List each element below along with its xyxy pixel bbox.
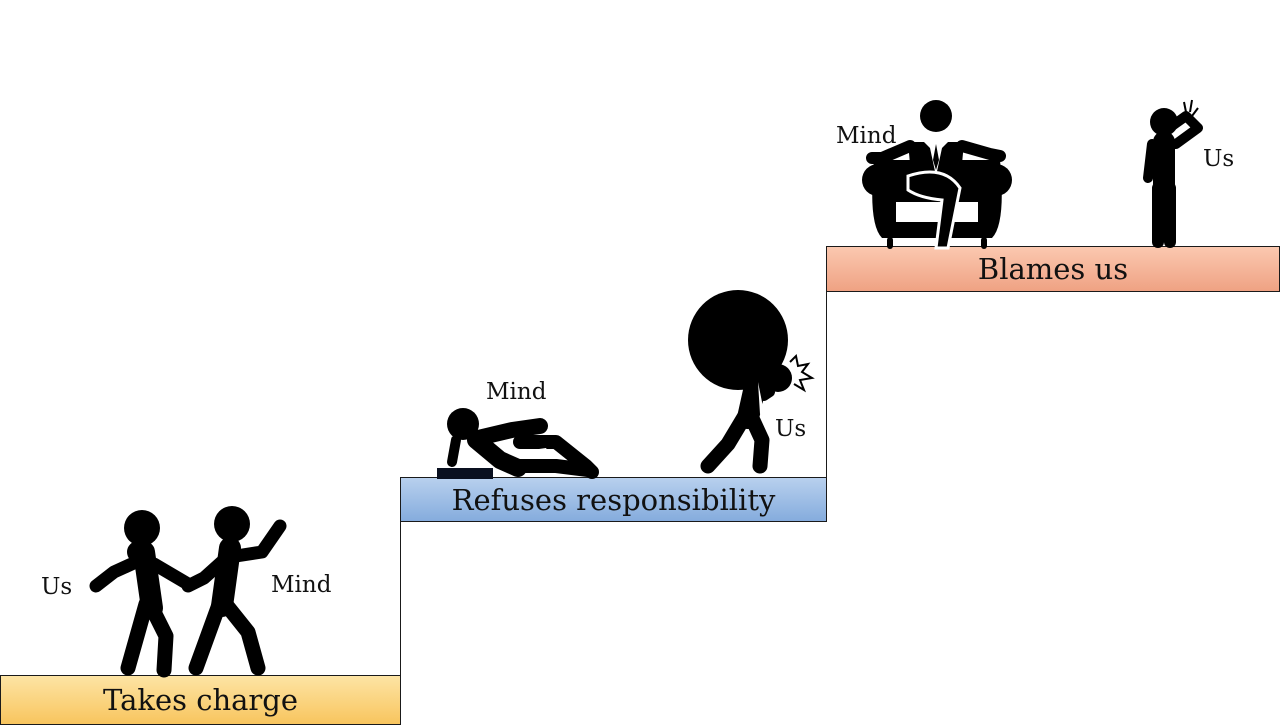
step-refuses-responsibility: Refuses responsibility xyxy=(400,477,827,522)
step-takes-charge: Takes charge xyxy=(0,675,401,725)
stair-riser xyxy=(826,290,827,480)
boss-in-armchair-icon xyxy=(862,100,1012,250)
person-in-pain-icon xyxy=(1143,99,1203,248)
step-label: Refuses responsibility xyxy=(451,482,776,517)
mind-label: Mind xyxy=(486,379,547,405)
us-label: Us xyxy=(1203,146,1235,172)
reclining-person-icon xyxy=(437,408,599,479)
two-people-walking-icon xyxy=(89,506,287,678)
step-label: Blames us xyxy=(977,252,1129,286)
us-label: Us xyxy=(775,416,807,442)
mind-label: Mind xyxy=(271,572,332,598)
mind-label: Mind xyxy=(836,123,897,149)
step-blames-us: Blames us xyxy=(826,246,1280,292)
stair-riser xyxy=(400,520,401,680)
us-label: Us xyxy=(41,574,73,600)
step-label: Takes charge xyxy=(102,683,298,717)
person-carrying-boulder-icon xyxy=(688,290,815,474)
